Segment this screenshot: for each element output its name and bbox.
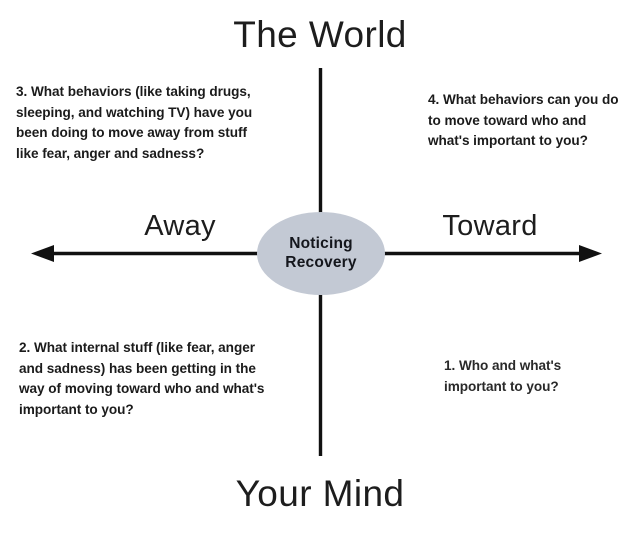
center-node-line-1: Noticing: [289, 235, 353, 253]
right-arrowhead-icon: [579, 245, 602, 262]
axis-label-toward: Toward: [442, 210, 538, 242]
axis-title-bottom: Your Mind: [235, 473, 405, 514]
quadrant-text-bottom-left: 2. What internal stuff (like fear, anger…: [19, 340, 265, 417]
axis-title-top: The World: [233, 14, 407, 55]
quadrant-text-bottom-right: 1. Who and what's important to you?: [444, 358, 562, 394]
quadrant-text-top-right: 4. What behaviors can you do to move tow…: [428, 92, 619, 148]
axis-label-away: Away: [144, 210, 216, 242]
quadrant-text-top-left: 3. What behaviors (like taking drugs, sl…: [16, 84, 253, 161]
center-node-line-2: Recovery: [285, 253, 357, 271]
left-arrowhead-icon: [31, 245, 54, 262]
center-node-noticing-recovery: Noticing Recovery: [257, 212, 385, 295]
